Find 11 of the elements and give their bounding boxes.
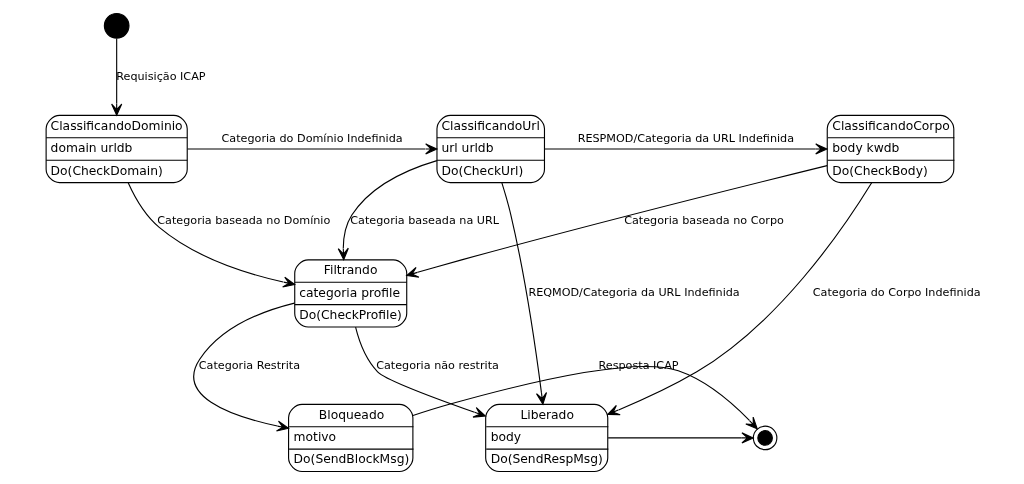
- edge-label: Requisição ICAP: [116, 69, 206, 83]
- edge-label: REQMOD/Categoria da URL Indefinida: [528, 285, 740, 299]
- edge-label: Categoria Restrita: [198, 357, 301, 371]
- edge-label: Categoria baseada no Domínio: [157, 213, 331, 227]
- edge-label: Categoria baseada na URL: [350, 213, 500, 227]
- edge-label: RESPMOD/Categoria da URL Indefinida: [577, 131, 795, 145]
- edge-label: Categoria do Corpo Indefinida: [812, 285, 981, 299]
- edge-label: Categoria não restrita: [376, 357, 499, 371]
- edge-label: Categoria do Domínio Indefinida: [221, 131, 403, 145]
- edge-label: Categoria baseada no Corpo: [624, 213, 784, 227]
- edge-label: Resposta ICAP: [598, 357, 679, 371]
